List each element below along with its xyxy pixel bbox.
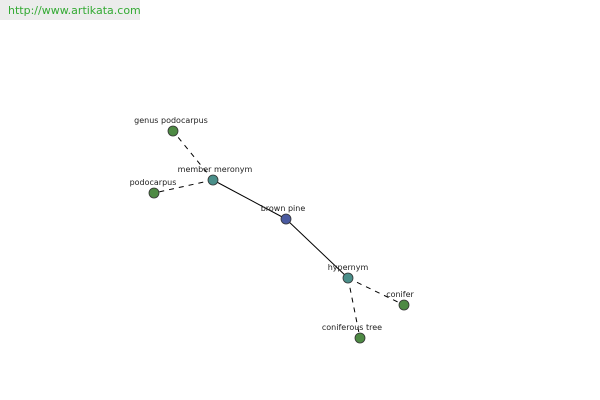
label-member-meronym: member meronym xyxy=(178,165,253,174)
node-coniferous-tree[interactable] xyxy=(354,332,366,344)
node-brown-pine[interactable] xyxy=(280,213,292,225)
label-podocarpus: podocarpus xyxy=(130,178,177,187)
source-banner: http://www.artikata.com xyxy=(0,0,141,20)
edge-member-meronym-genus-podocarpus xyxy=(172,130,214,181)
label-brown-pine: brown pine xyxy=(261,204,306,213)
edge-member-meronym-podocarpus xyxy=(153,179,214,194)
graph-labels: genus podocarpus podocarpus conifer conifer… xyxy=(130,116,415,332)
node-podocarpus[interactable] xyxy=(148,187,160,199)
source-url-link[interactable]: http://www.artikata.com xyxy=(8,4,141,17)
graph-edges xyxy=(153,130,405,339)
edge-hypernym-conifer xyxy=(347,277,405,306)
edge-brown-pine-member-meronym xyxy=(212,179,287,220)
edge-brown-pine-hypernym xyxy=(285,218,349,279)
node-member-meronym[interactable] xyxy=(207,174,219,186)
label-hypernym: hypernym xyxy=(328,263,369,272)
graph-nodes xyxy=(148,125,410,344)
label-conifer: conifer xyxy=(386,290,414,299)
edge-hypernym-coniferous-tree xyxy=(347,277,361,339)
label-genus-podocarpus: genus podocarpus xyxy=(134,116,208,125)
node-hypernym[interactable] xyxy=(342,272,354,284)
node-conifer[interactable] xyxy=(398,299,410,311)
node-genus-podocarpus[interactable] xyxy=(167,125,179,137)
label-coniferous-tree: coniferous tree xyxy=(322,323,382,332)
